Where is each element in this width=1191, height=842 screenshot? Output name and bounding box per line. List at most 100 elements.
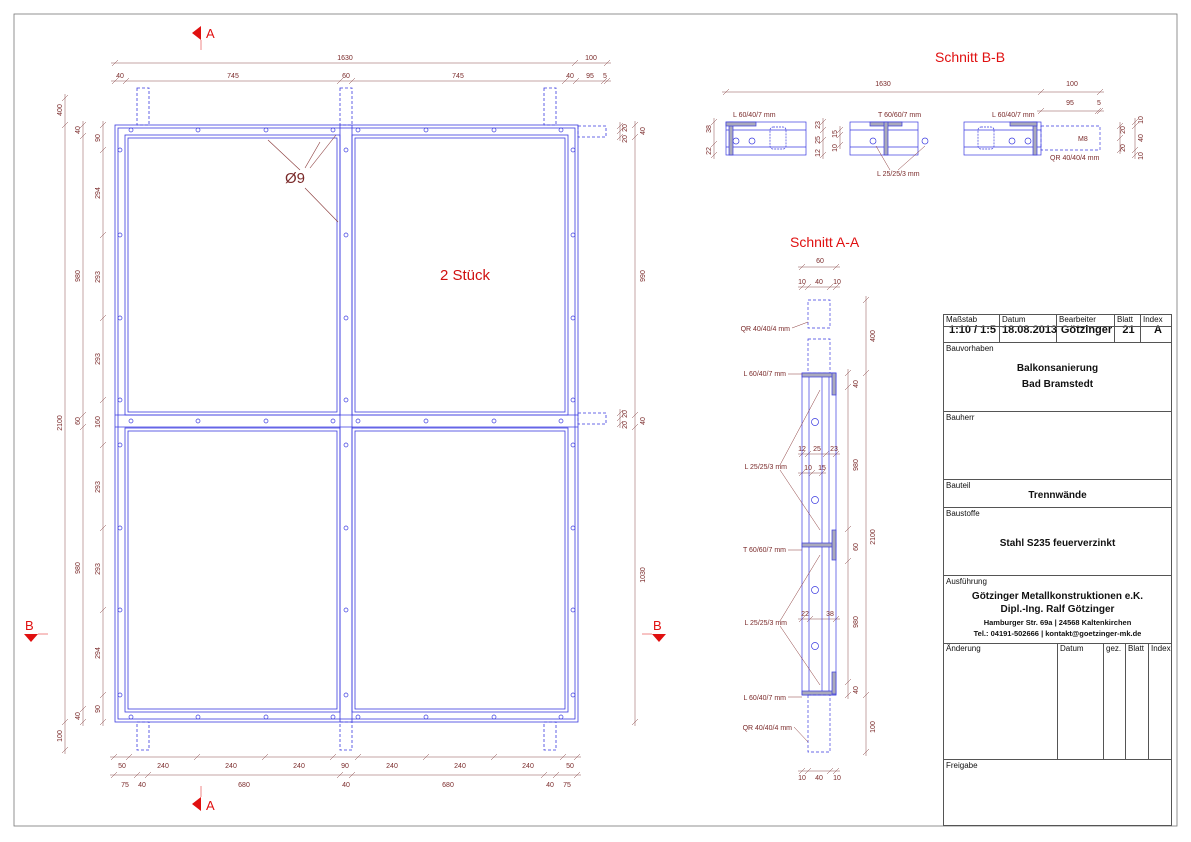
dimension-tick	[710, 151, 718, 159]
dim-text: 100	[57, 730, 64, 742]
bolt-mark	[570, 525, 576, 531]
dimension-tick	[422, 753, 430, 761]
dimension-tick	[844, 525, 852, 533]
section-marker-b-left: B	[24, 618, 48, 642]
bolt-mark	[558, 714, 564, 720]
section-aa-title: Schnitt A-A	[790, 234, 860, 250]
bolt-mark	[330, 714, 336, 720]
dimension-tick	[844, 369, 852, 377]
dimension-tick	[99, 146, 107, 154]
contractor-line: Hamburger Str. 69a | 24568 Kaltenkirchen	[983, 618, 1132, 627]
dimension-tick	[832, 283, 840, 291]
date-value: 18.08.2013	[1002, 324, 1058, 336]
dim-text: 10	[798, 279, 806, 286]
dimension-tick	[603, 77, 611, 85]
dimension-tick	[1131, 122, 1139, 130]
dimension-tick	[1131, 151, 1139, 159]
dimension-tick	[722, 88, 730, 96]
section-aa-dimensions: 60 10 40 10 400 2100 100 40 980 60 980 4…	[798, 258, 877, 782]
dimension-tick	[61, 121, 69, 129]
bottom-dimensions: 50 240 240 240 90 240 240 240 50 75 40 6…	[118, 763, 574, 789]
dimension-tick	[822, 450, 830, 458]
dimension-tick	[798, 767, 806, 775]
dim-text: 12	[798, 446, 806, 453]
header-label: Maßstab	[946, 315, 978, 324]
dimension-tick	[99, 691, 107, 699]
bolt-mark	[570, 147, 576, 153]
client-label: Bauherr	[946, 413, 975, 422]
dim-text: 240	[157, 763, 169, 770]
dim-text: 40	[815, 775, 823, 782]
material-section: Baustoffe Stahl S235 feuerverzinkt	[944, 508, 1171, 576]
dim-text: 240	[225, 763, 237, 770]
dimension-tick	[616, 420, 624, 428]
dimension-tick	[122, 77, 130, 85]
bolt-mark	[343, 525, 349, 531]
dimension-tick	[125, 753, 133, 761]
bolt-mark	[570, 692, 576, 698]
section-marker-a-bottom: A	[192, 786, 215, 813]
dimension-tick	[819, 118, 827, 126]
dim-text: 294	[95, 187, 102, 199]
dim-text: 1030	[640, 567, 647, 583]
dimension-tick	[571, 59, 579, 67]
dim-text: 20	[1120, 126, 1127, 134]
profile-label: L 60/40/7 mm	[992, 112, 1035, 119]
dimension-tick	[133, 771, 141, 779]
dim-text: 100	[1066, 81, 1078, 88]
bolt-mark	[195, 714, 201, 720]
dimension-tick	[99, 121, 107, 129]
dim-text: 980	[853, 616, 860, 628]
dim-text: 240	[386, 763, 398, 770]
dimension-tick	[561, 77, 569, 85]
dimension-tick	[79, 411, 87, 419]
dimension-tick	[79, 718, 87, 726]
dimension-tick	[99, 314, 107, 322]
bolt-mark	[343, 147, 349, 153]
dimension-tick	[600, 77, 608, 85]
dimension-tick	[862, 369, 870, 377]
dimension-tick	[1037, 107, 1045, 115]
bolt-mark	[423, 714, 429, 720]
sheet-value: 21	[1122, 324, 1135, 336]
dim-text: 745	[227, 73, 239, 80]
bolt-marks	[117, 127, 576, 720]
index-value: A	[1154, 324, 1162, 336]
dimension-tick	[490, 753, 498, 761]
changes-header: gez.	[1106, 644, 1122, 653]
dim-text: 50	[118, 763, 126, 770]
bolt-mark	[491, 127, 497, 133]
bolt-mark	[570, 442, 576, 448]
dim-text: 60	[816, 258, 824, 265]
dim-text: 745	[452, 73, 464, 80]
bolt-mark	[343, 315, 349, 321]
section-bb-title: Schnitt B-B	[935, 49, 1005, 65]
dim-text: 25	[813, 446, 821, 453]
section-label: B	[653, 618, 662, 633]
profile-label: L 60/40/7 mm	[743, 695, 786, 702]
bolt-mark	[195, 127, 201, 133]
dimension-tick	[99, 718, 107, 726]
dim-text: 90	[95, 705, 102, 713]
dim-text: 40	[566, 73, 574, 80]
dim-text: 2100	[870, 529, 877, 545]
dim-text: 400	[870, 330, 877, 342]
bolt-mark	[128, 714, 134, 720]
dimension-tick	[1094, 107, 1102, 115]
dimension-tick	[631, 133, 639, 141]
profile-label: T 60/60/7 mm	[878, 112, 921, 119]
dimension-tick	[836, 141, 844, 149]
dim-text: 980	[853, 459, 860, 471]
dim-text: 40	[75, 712, 82, 720]
header-label: Index	[1143, 315, 1163, 324]
editor-value: Götzinger	[1060, 324, 1113, 336]
approval-label: Freigabe	[946, 761, 978, 770]
changes-col: Index	[1149, 644, 1173, 759]
dimension-tick	[616, 122, 624, 130]
changes-col: Änderung	[944, 644, 1058, 759]
dim-text: 40	[853, 380, 860, 388]
